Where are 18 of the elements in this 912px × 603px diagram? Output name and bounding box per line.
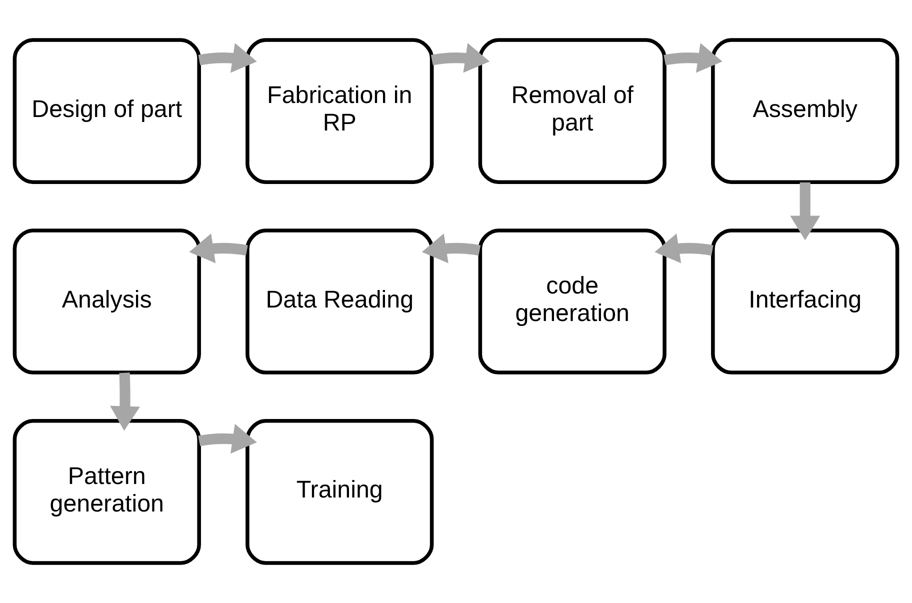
node-box: Removal of part: [478, 38, 666, 184]
node-box: Training: [246, 419, 434, 565]
node-box: Analysis: [12, 228, 201, 374]
arrow: [189, 234, 248, 264]
node-box: Data Reading: [246, 228, 434, 374]
arrow: [664, 43, 722, 73]
node-box: Fabrication in RP: [246, 38, 434, 184]
node-box: Assembly: [711, 38, 900, 184]
node-box: code generation: [478, 228, 666, 374]
arrow: [198, 424, 257, 454]
arrow: [110, 372, 140, 431]
node-box: Pattern generation: [12, 419, 201, 565]
node-box: Interfacing: [711, 228, 900, 374]
arrow: [198, 43, 257, 73]
arrow: [431, 43, 490, 73]
arrow: [654, 234, 714, 264]
arrow: [790, 182, 820, 240]
node-box: Design of part: [12, 38, 201, 184]
